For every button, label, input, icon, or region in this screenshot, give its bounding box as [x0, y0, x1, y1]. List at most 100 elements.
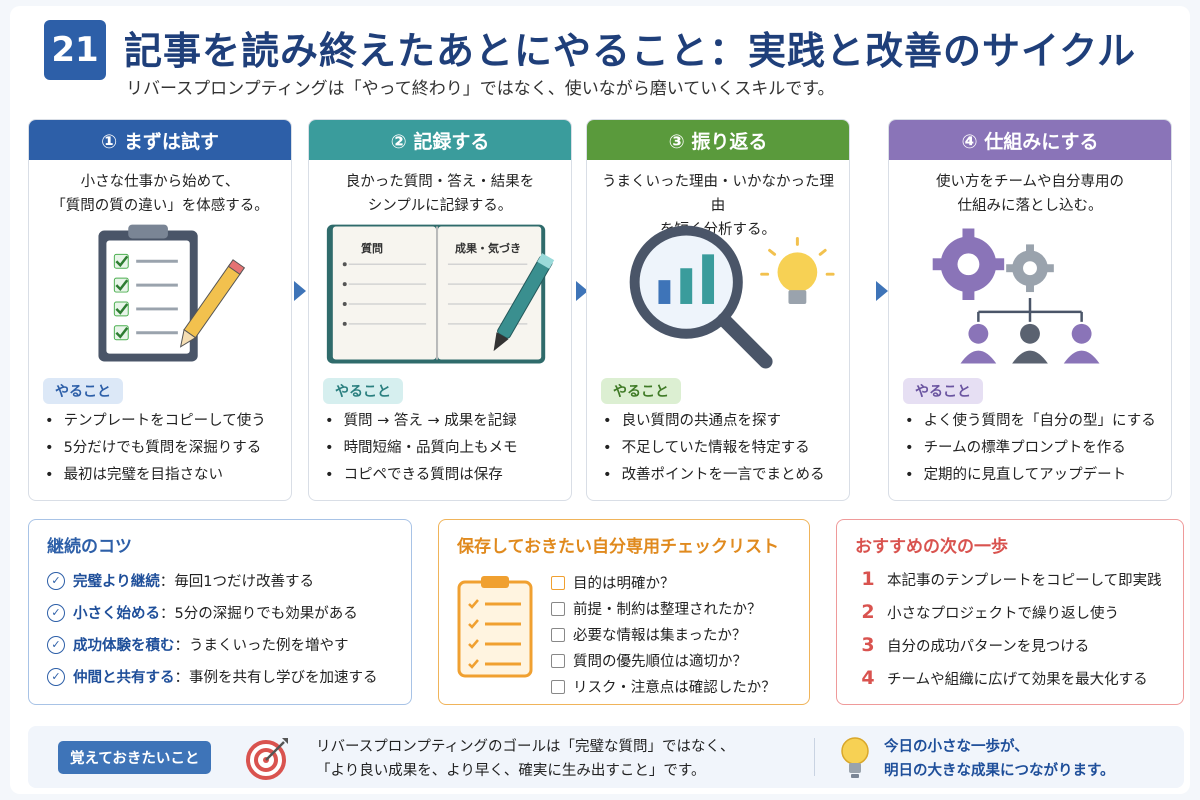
step-text: 小さなプロジェクトで繰り返し使う — [887, 605, 1119, 622]
divider — [814, 738, 815, 776]
step-text: 自分の成功パターンを見つける — [887, 638, 1090, 655]
list-item: チームの標準プロンプトを作る — [905, 435, 1156, 462]
step-number: 1 — [861, 568, 875, 590]
notebook-right-heading: 成果・気づき — [455, 242, 521, 255]
tip-row: ✓ 小さく始める：5分の深掘りでも効果がある — [47, 602, 358, 623]
list-item: 質問 → 答え → 成果を記録 — [325, 408, 518, 435]
checklist-item[interactable]: 目的は明確か？ — [551, 572, 675, 593]
checkbox[interactable] — [551, 601, 565, 616]
tip-row: ✓ 仲間と共有する：事例を共有し学びを加速する — [47, 666, 378, 687]
section-number: 21 — [44, 20, 106, 80]
box-title: おすすめの次の一歩 — [855, 537, 1008, 557]
notebook-left-heading: 質問 — [361, 242, 383, 255]
step-desc-line: 使い方をチームや自分専用の — [935, 174, 1125, 190]
step-text: チームや組織に広げて効果を最大化する — [887, 671, 1148, 688]
checkbox[interactable] — [551, 653, 565, 668]
step-desc-line: うまくいった理由・いかなかった理由 — [602, 174, 834, 214]
check-circle-icon: ✓ — [47, 635, 65, 654]
checkbox[interactable] — [551, 679, 565, 694]
list-item: 改善ポイントを一言でまとめる — [603, 462, 825, 489]
checkbox[interactable] — [551, 627, 565, 642]
tip-text: ：毎回1つだけ改善する — [159, 574, 314, 590]
tip-label: 小さく始める — [73, 606, 160, 622]
step-card-record: ② 記録する 良かった質問・答え・結果を シンプルに記録する。 質問 — [308, 119, 572, 501]
step-header: ③ 振り返る — [587, 120, 849, 160]
arrow-right-icon — [576, 281, 588, 301]
step-desc-line: 良かった質問・答え・結果を — [345, 174, 535, 190]
step-desc-line: シンプルに記録する。 — [367, 198, 513, 214]
list-item: 最初は完璧を目指さない — [45, 462, 266, 489]
step-desc-line: 小さな仕事から始めて、 — [80, 174, 240, 190]
step-desc-line: 「質問の質の違い」を体感する。 — [51, 198, 269, 214]
todo-badge: やること — [43, 378, 123, 404]
page-subtitle: リバースプロンプティングは「やって終わり」ではなく、使いながら磨いていくスキルで… — [126, 79, 835, 99]
checklist-item[interactable]: 必要な情報は集まったか？ — [551, 624, 746, 645]
checklist-item[interactable]: リスク・注意点は確認したか？ — [551, 676, 776, 697]
checklist-label: 前提・制約は整理されたか？ — [573, 602, 762, 618]
target-icon — [246, 738, 288, 780]
todo-list: テンプレートをコピーして使う 5分だけでも質問を深掘りする 最初は完璧を目指さな… — [45, 408, 266, 489]
list-item: 時間短縮・品質向上もメモ — [325, 435, 518, 462]
checklist-item[interactable]: 質問の優先順位は適切か？ — [551, 650, 747, 671]
notebook-icon — [326, 224, 555, 364]
todo-list: よく使う質問を「自分の型」にする チームの標準プロンプトを作る 定期的に見直して… — [905, 408, 1156, 489]
tip-text: ：5分の深掘りでも効果がある — [160, 606, 358, 622]
goal-line: リバースプロンプティングのゴールは「完璧な質問」ではなく、 — [316, 739, 735, 755]
check-circle-icon: ✓ — [47, 603, 65, 622]
list-item: 良い質問の共通点を探す — [603, 408, 825, 435]
todo-badge: やること — [323, 378, 403, 404]
clipboard-checklist-icon — [98, 224, 246, 362]
encourage-line: 今日の小さな一歩が、 — [884, 739, 1029, 755]
checklist-label: 目的は明確か？ — [573, 576, 675, 592]
step-number: 4 — [861, 667, 875, 689]
arrow-right-icon — [294, 281, 306, 301]
list-item: 不足していた情報を特定する — [603, 435, 825, 462]
next-step-item: 3 自分の成功パターンを見つける — [861, 634, 1089, 656]
todo-badge: やること — [903, 378, 983, 404]
todo-badge: やること — [601, 378, 681, 404]
list-item: テンプレートをコピーして使う — [45, 408, 266, 435]
check-circle-icon: ✓ — [47, 571, 65, 590]
step-card-systemize: ④ 仕組みにする 使い方をチームや自分専用の 仕組みに落とし込む。 — [888, 119, 1172, 501]
list-item: よく使う質問を「自分の型」にする — [905, 408, 1156, 435]
step-description: 良かった質問・答え・結果を シンプルに記録する。 — [309, 170, 571, 218]
list-item: コピペできる質問は保存 — [325, 462, 518, 489]
encourage-line: 明日の大きな成果につながります。 — [884, 763, 1115, 779]
next-step-item: 4 チームや組織に広げて効果を最大化する — [861, 667, 1148, 689]
checklist-item[interactable]: 前提・制約は整理されたか？ — [551, 598, 762, 619]
box-title: 継続のコツ — [47, 537, 132, 557]
magnifier-chart-icon — [629, 225, 835, 369]
step-header: ④ 仕組みにする — [889, 120, 1171, 160]
tip-row: ✓ 成功体験を積む：うまくいった例を増やす — [47, 634, 349, 655]
list-item: 5分だけでも質問を深掘りする — [45, 435, 266, 462]
checklist-label: 必要な情報は集まったか？ — [573, 628, 747, 644]
continuation-tips-box: 継続のコツ ✓ 完璧より継続：毎回1つだけ改善する ✓ 小さく始める：5分の深掘… — [28, 519, 412, 705]
tip-label: 仲間と共有する — [73, 670, 175, 686]
todo-list: 質問 → 答え → 成果を記録 時間短縮・品質向上もメモ コピペできる質問は保存 — [325, 408, 518, 489]
goal-text: リバースプロンプティングのゴールは「完璧な質問」ではなく、 「より良い成果を、よ… — [316, 735, 734, 783]
step-desc-line: 仕組みに落とし込む。 — [957, 198, 1103, 214]
lightbulb-icon — [841, 737, 869, 778]
goal-line: 「より良い成果を、より早く、確実に生み出すこと」です。 — [316, 763, 706, 779]
checklist-label: リスク・注意点は確認したか？ — [573, 680, 776, 696]
tip-text: ：うまくいった例を増やす — [174, 638, 349, 654]
step-number: 3 — [861, 634, 875, 656]
clipboard-icon — [457, 576, 533, 678]
tip-text: ：事例を共有し学びを加速する — [174, 670, 378, 686]
step-description: 使い方をチームや自分専用の 仕組みに落とし込む。 — [889, 170, 1171, 218]
step-description: 小さな仕事から始めて、 「質問の質の違い」を体感する。 — [29, 170, 291, 218]
tip-label: 成功体験を積む — [73, 638, 175, 654]
box-title: 保存しておきたい自分専用チェックリスト — [457, 537, 779, 557]
footer-banner: 覚えておきたいこと リバースプロンプティングのゴールは「完璧な質問」ではなく、 … — [28, 726, 1184, 788]
step-card-try: ① まずは試す 小さな仕事から始めて、 「質問の質の違い」を体感する。 — [28, 119, 292, 501]
encouragement-text: 今日の小さな一歩が、 明日の大きな成果につながります。 — [884, 735, 1115, 783]
checkbox[interactable] — [551, 575, 565, 590]
checklist-label: 質問の優先順位は適切か？ — [573, 654, 747, 670]
check-circle-icon: ✓ — [47, 667, 65, 686]
todo-list: 良い質問の共通点を探す 不足していた情報を特定する 改善ポイントを一言でまとめる — [603, 408, 825, 489]
page-title: 記事を読み終えたあとにやること：実践と改善のサイクル — [124, 29, 1137, 73]
step-number: 2 — [861, 601, 875, 623]
page: 21 記事を読み終えたあとにやること：実践と改善のサイクル リバースプロンプティ… — [10, 6, 1190, 794]
